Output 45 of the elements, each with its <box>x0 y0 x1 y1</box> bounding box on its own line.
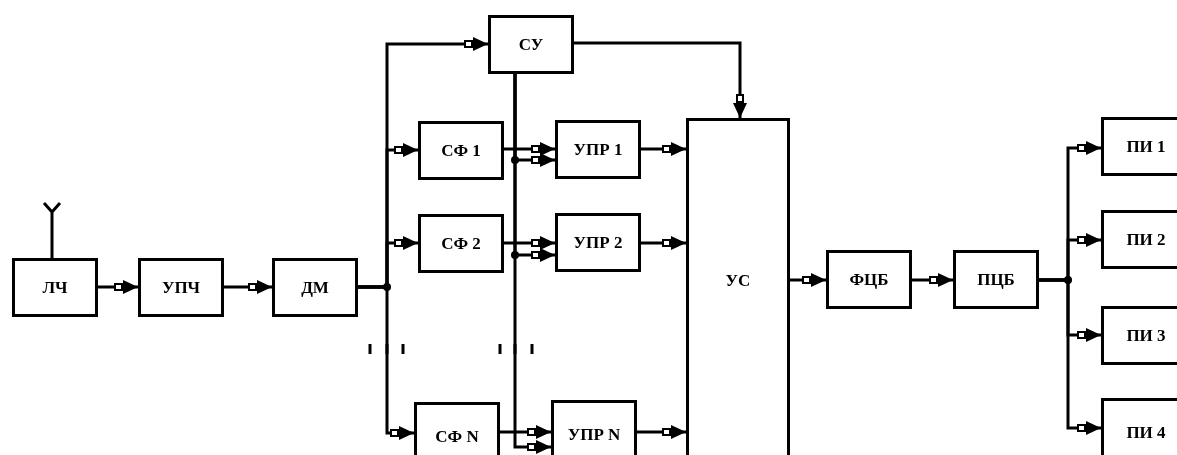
block-box <box>953 250 1039 309</box>
block-label: ПЦБ <box>977 269 1015 290</box>
block-label: УПЧ <box>161 277 201 298</box>
block-box <box>272 258 358 317</box>
block-box <box>1101 117 1177 176</box>
arrow <box>513 74 552 455</box>
block-label: ПИ 4 <box>1126 423 1166 443</box>
block-box <box>686 118 790 455</box>
block-box <box>414 402 500 455</box>
block-label: ПИ 1 <box>1126 136 1166 157</box>
arrow <box>912 272 954 288</box>
block-label: ДМ <box>301 277 329 298</box>
block-box <box>488 15 574 74</box>
arrow <box>98 279 139 295</box>
block-box <box>1101 210 1177 269</box>
block-label: СФ N <box>435 427 479 447</box>
arrow <box>504 235 556 251</box>
block-label: УПР 2 <box>573 232 623 253</box>
arrow <box>358 285 415 441</box>
arrow <box>224 279 273 295</box>
block-label: ПИ 2 <box>1126 229 1166 250</box>
arrow <box>500 424 552 440</box>
block-label: УПР N <box>567 425 621 445</box>
block-box <box>551 400 637 455</box>
block-box <box>555 213 641 272</box>
block-label: СФ 2 <box>441 233 481 254</box>
block-label: СФ 1 <box>441 140 481 161</box>
block-label: ФЦБ <box>849 269 889 290</box>
block-box <box>418 121 504 180</box>
block-label: ПИ 3 <box>1126 325 1166 346</box>
block-box <box>1101 306 1177 365</box>
arrow <box>1039 278 1102 436</box>
block-label: УС <box>725 271 751 291</box>
block-box <box>418 214 504 273</box>
block-label: ЛЧ <box>42 277 68 298</box>
block-box <box>138 258 224 317</box>
arrow <box>504 141 556 157</box>
block-box <box>12 258 98 317</box>
arrow <box>574 41 748 119</box>
block-label: СУ <box>518 34 544 55</box>
block-label: УПР 1 <box>573 139 623 160</box>
arrow <box>790 272 827 288</box>
block-box <box>826 250 912 309</box>
block-box <box>555 120 641 179</box>
arrow <box>637 424 687 440</box>
